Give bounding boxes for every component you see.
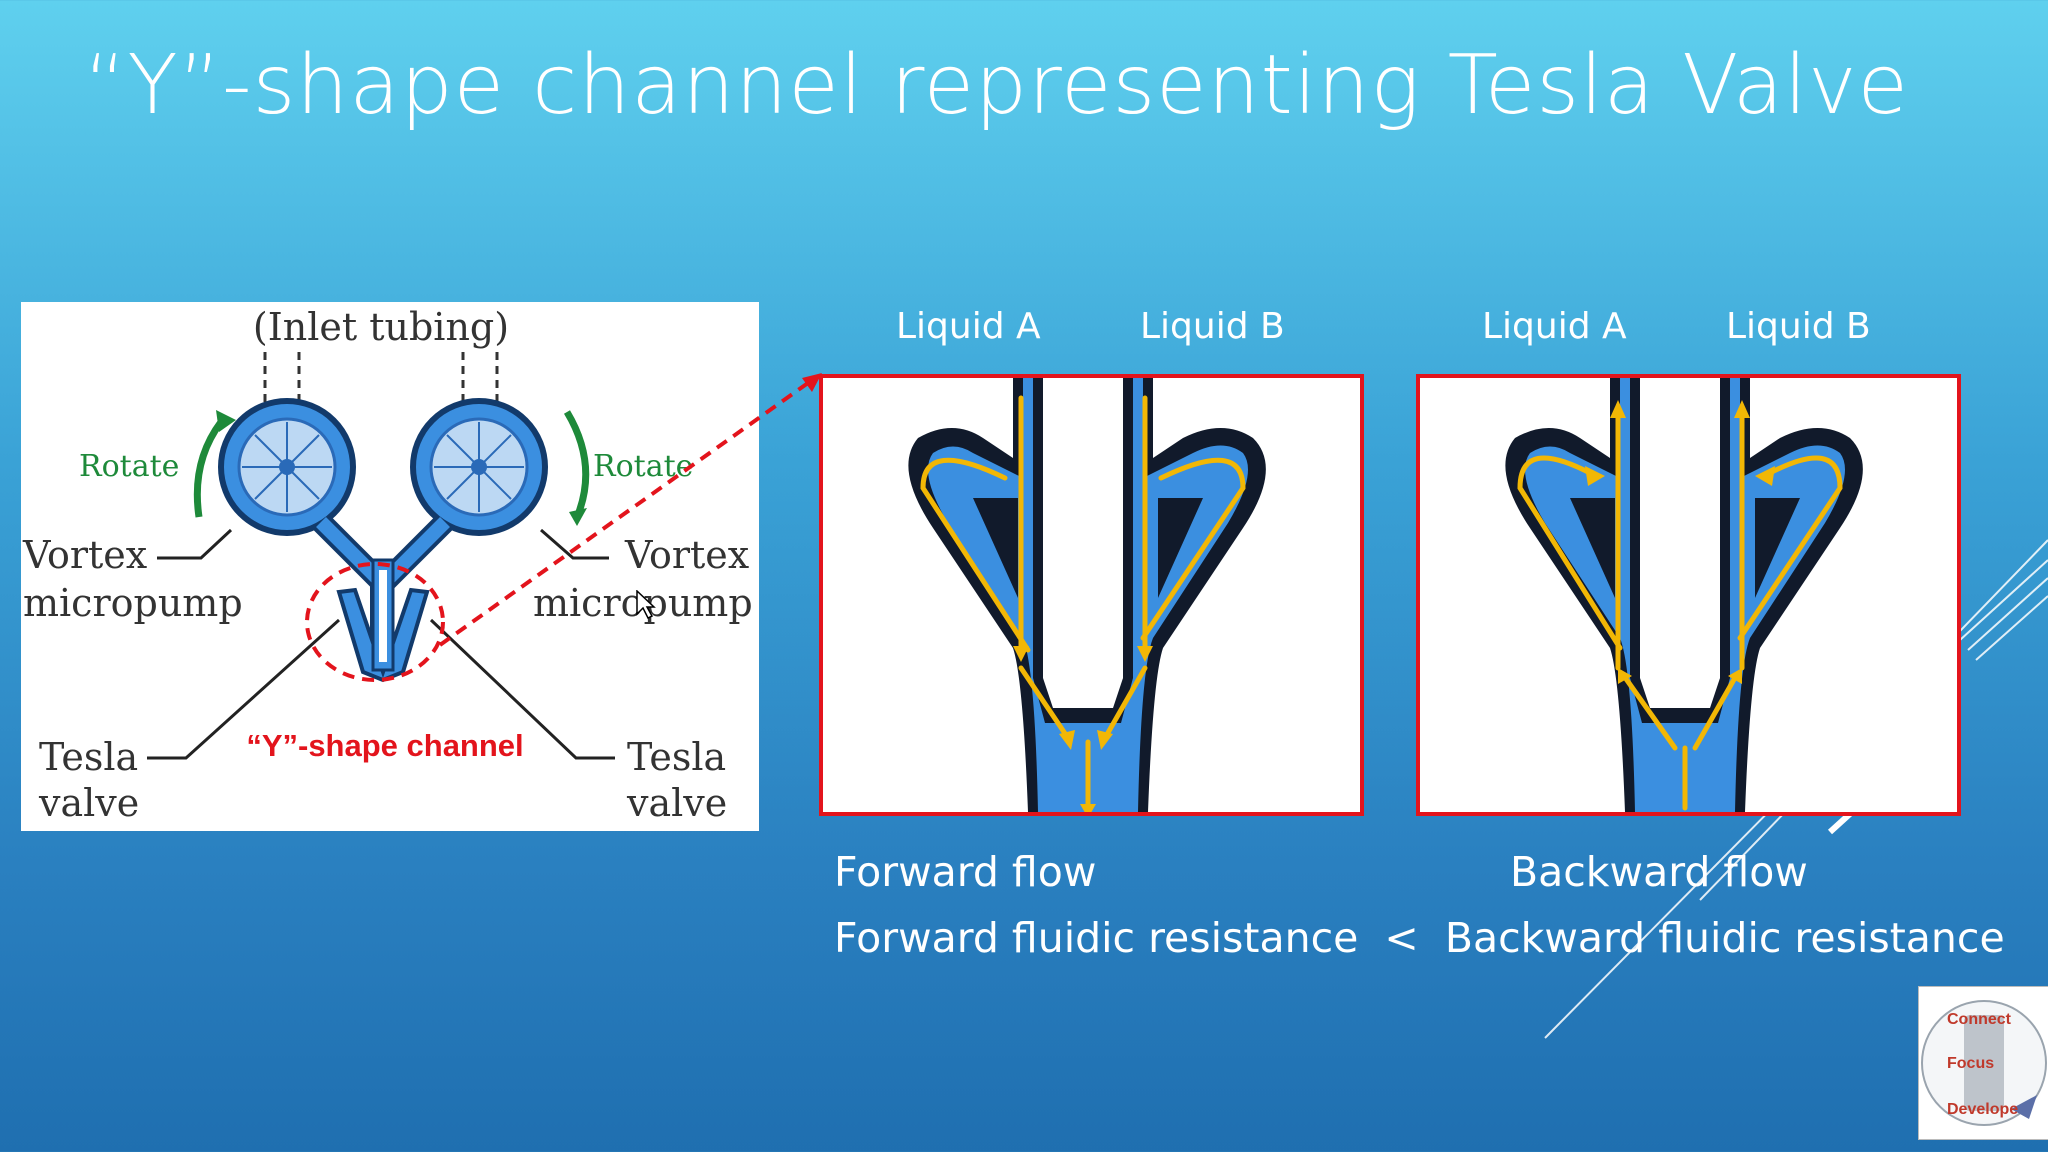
micropump-left-label: micropump bbox=[23, 581, 243, 625]
y-channel-highlight bbox=[305, 562, 445, 682]
right-pump-icon bbox=[410, 398, 548, 536]
forward-liquid-a-label: Liquid A bbox=[896, 306, 1041, 347]
forward-liquid-b-label: Liquid B bbox=[1140, 306, 1285, 347]
tesla-left-label: Tesla bbox=[39, 735, 138, 779]
logo-develope: Develope bbox=[1947, 1101, 2019, 1118]
forward-flow-panel bbox=[819, 374, 1364, 818]
left-pump-icon bbox=[218, 398, 356, 536]
backward-liquid-b-label: Liquid B bbox=[1726, 306, 1871, 347]
forward-flow-diagram bbox=[908, 378, 1266, 818]
rotate-arrow-left-icon bbox=[193, 419, 224, 518]
logo-focus: Focus bbox=[1947, 1055, 1995, 1072]
backward-flow-caption: Backward flow bbox=[1510, 848, 1808, 896]
forward-flow-caption: Forward flow bbox=[834, 848, 1097, 896]
backward-liquid-a-label: Liquid A bbox=[1482, 306, 1627, 347]
channel-logo: Connect Focus Develope bbox=[1918, 986, 2048, 1140]
backward-flow-panel bbox=[1416, 374, 1961, 816]
inlet-tubing-label: (Inlet tubing) bbox=[253, 305, 509, 349]
logo-connect: Connect bbox=[1947, 1011, 2011, 1028]
micropump-figure: (Inlet tubing) bbox=[21, 302, 759, 831]
rotate-left-label: Rotate bbox=[79, 449, 179, 484]
y-shape-channel-label: “Y”-shape channel bbox=[246, 728, 523, 763]
vortex-right-label: Vortex bbox=[624, 533, 749, 577]
valve-right-label: valve bbox=[626, 781, 727, 825]
slide-title: “Y”-shape channel representing Tesla Val… bbox=[84, 38, 1909, 133]
vortex-left-label: Vortex bbox=[22, 533, 147, 577]
valve-left-label: valve bbox=[38, 781, 139, 825]
mouse-cursor-icon bbox=[636, 590, 656, 620]
micropump-diagram: (Inlet tubing) bbox=[22, 305, 753, 825]
backward-flow-diagram bbox=[1505, 378, 1863, 812]
resistance-comparison: Forward fluidic resistance < Backward fl… bbox=[834, 914, 2005, 962]
rotate-arrow-right-icon bbox=[563, 410, 590, 514]
tesla-right-label: Tesla bbox=[627, 735, 726, 779]
